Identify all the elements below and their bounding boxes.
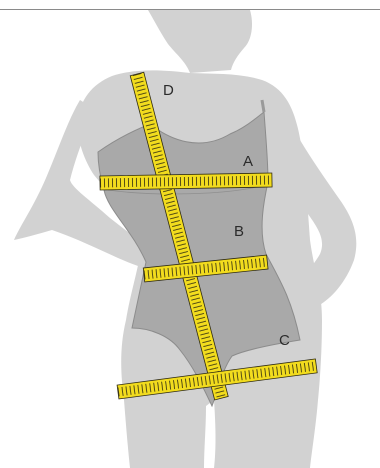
label-a: A: [243, 153, 253, 170]
label-b: B: [234, 223, 244, 240]
mannequin-head-neck: [148, 10, 252, 73]
bodysuit-right-strap: [262, 100, 264, 112]
label-d: D: [163, 82, 174, 99]
tape-a-bust: [100, 173, 272, 190]
label-c: C: [279, 332, 290, 349]
